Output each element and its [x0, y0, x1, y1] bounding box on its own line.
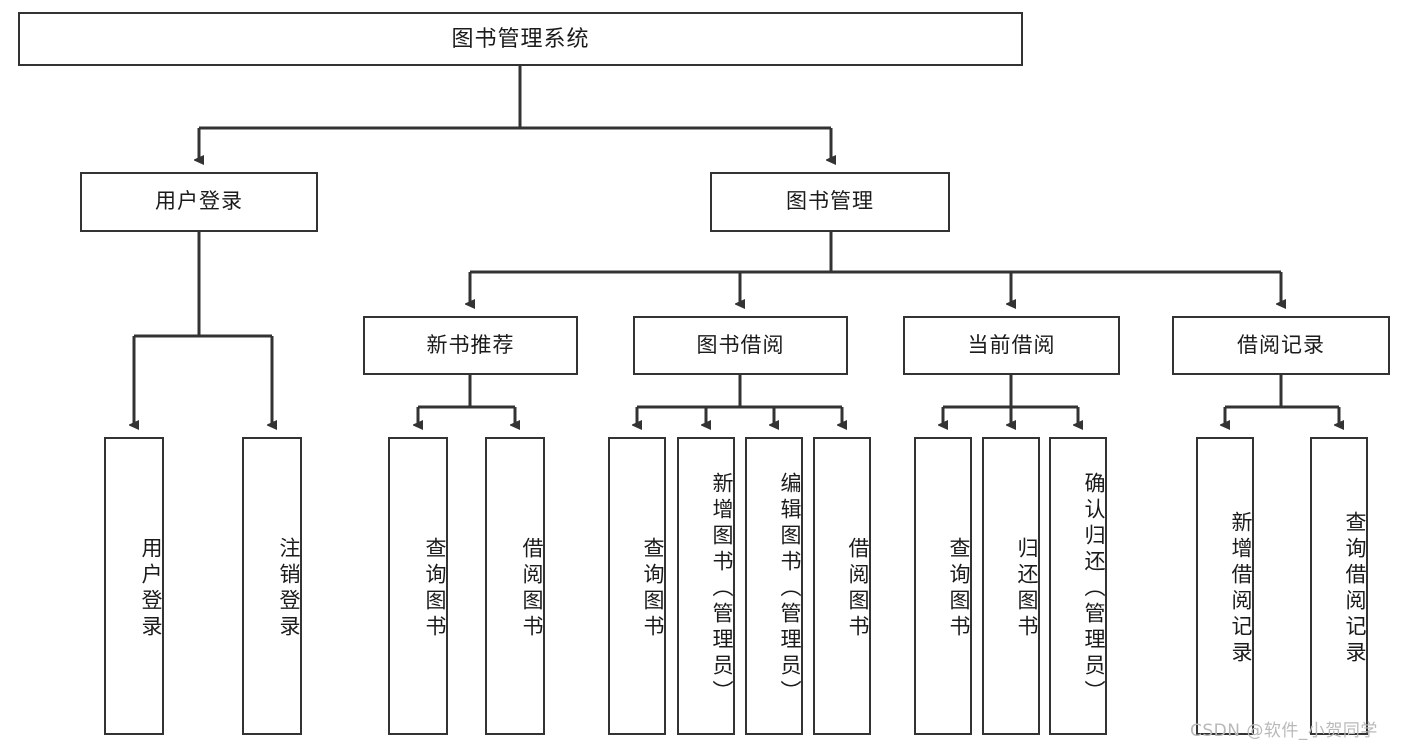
node-book-borrowing[interactable]: 图书借阅	[633, 316, 848, 375]
leaf-return-book[interactable]: 归还图书	[982, 437, 1040, 735]
leaf-confirm-return-admin[interactable]: 确认归还（管理员）	[1049, 437, 1107, 735]
leaf-query-book-borrowing[interactable]: 查询图书	[608, 437, 666, 735]
leaf-edit-book-admin[interactable]: 编辑图书（管理员）	[745, 437, 803, 735]
leaf-user-login[interactable]: 用户登录	[104, 437, 164, 735]
leaf-logout[interactable]: 注销登录	[242, 437, 302, 735]
leaf-query-book-new-book[interactable]: 查询图书	[388, 437, 448, 735]
leaf-query-borrowing-record[interactable]: 查询借阅记录	[1310, 437, 1368, 735]
node-current-borrowing[interactable]: 当前借阅	[903, 316, 1120, 375]
leaf-query-book-current[interactable]: 查询图书	[914, 437, 972, 735]
leaf-borrow-book-borrowing[interactable]: 借阅图书	[813, 437, 871, 735]
csdn-watermark: CSDN @软件_小贺同学	[1190, 721, 1378, 741]
node-root-book-management-system[interactable]: 图书管理系统	[18, 12, 1023, 66]
leaf-borrow-book-new-book[interactable]: 借阅图书	[485, 437, 545, 735]
node-borrowing-record[interactable]: 借阅记录	[1172, 316, 1390, 375]
node-new-book-recommendation[interactable]: 新书推荐	[363, 316, 578, 375]
node-book-management[interactable]: 图书管理	[710, 172, 950, 232]
node-user-login[interactable]: 用户登录	[80, 172, 318, 232]
leaf-add-book-admin[interactable]: 新增图书（管理员）	[677, 437, 735, 735]
leaf-add-borrowing-record[interactable]: 新增借阅记录	[1196, 437, 1254, 735]
